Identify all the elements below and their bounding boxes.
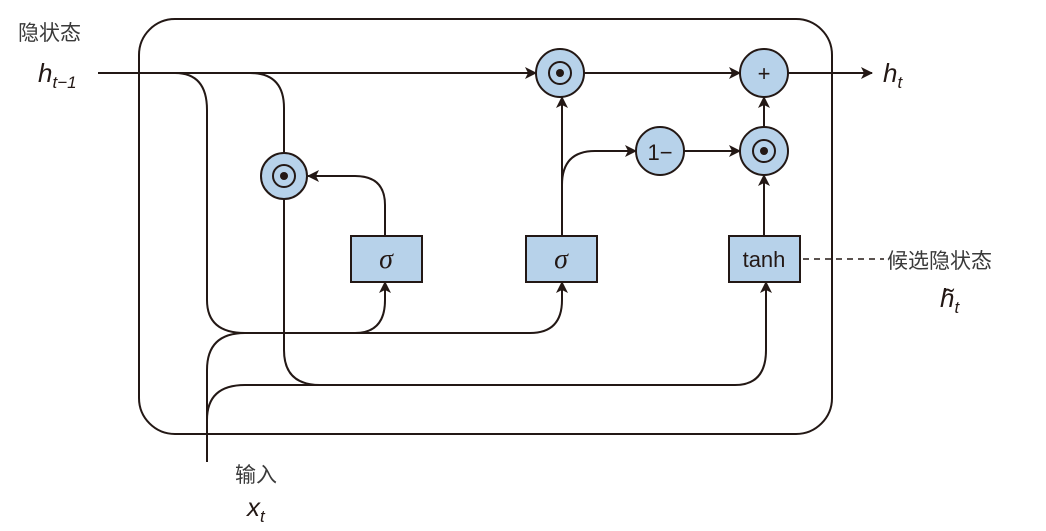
wire-h-to-reset-mult — [249, 72, 285, 153]
prev-hidden-label: ht−1 — [38, 58, 77, 92]
reset-gate-label: σ — [379, 244, 394, 275]
wire-input-to-tanh — [206, 384, 320, 421]
plus-label: + — [758, 61, 771, 86]
candidate-tanh-box: tanh — [728, 235, 801, 283]
reset-multiply-node — [260, 152, 308, 200]
tanh-label: tanh — [743, 247, 786, 272]
update-gate-label: σ — [554, 244, 569, 275]
hadamard-icon — [760, 147, 768, 155]
wire-input-to-gates — [206, 332, 246, 462]
reset-gate-box: σ — [350, 235, 423, 283]
wire-reset-mult-to-tanh — [283, 199, 772, 386]
update-multiply-node — [535, 48, 585, 98]
input-label: 输入 — [235, 463, 277, 487]
one-minus-node: 1− — [635, 126, 685, 176]
cell-frame — [138, 18, 833, 435]
candidate-symbol: h̃t — [940, 283, 960, 317]
update-gate-box: σ — [525, 235, 598, 283]
input-symbol: xt — [245, 492, 266, 526]
plus-node: + — [739, 48, 789, 98]
candidate-multiply-node — [739, 126, 789, 176]
candidate-state-label: 候选隐状态 — [887, 249, 992, 273]
hidden-state-label: 隐状态 — [18, 21, 81, 45]
hadamard-icon — [556, 69, 564, 77]
hadamard-icon — [280, 172, 288, 180]
wire-h-to-update-gate — [355, 281, 568, 334]
wire-reset-gate-to-mult — [307, 170, 386, 236]
wire-h-to-reset-gate — [174, 72, 391, 334]
wire-update-gate-to-one-minus — [561, 145, 637, 186]
output-hidden-label: ht — [883, 58, 903, 92]
one-minus-label: 1− — [647, 140, 672, 165]
